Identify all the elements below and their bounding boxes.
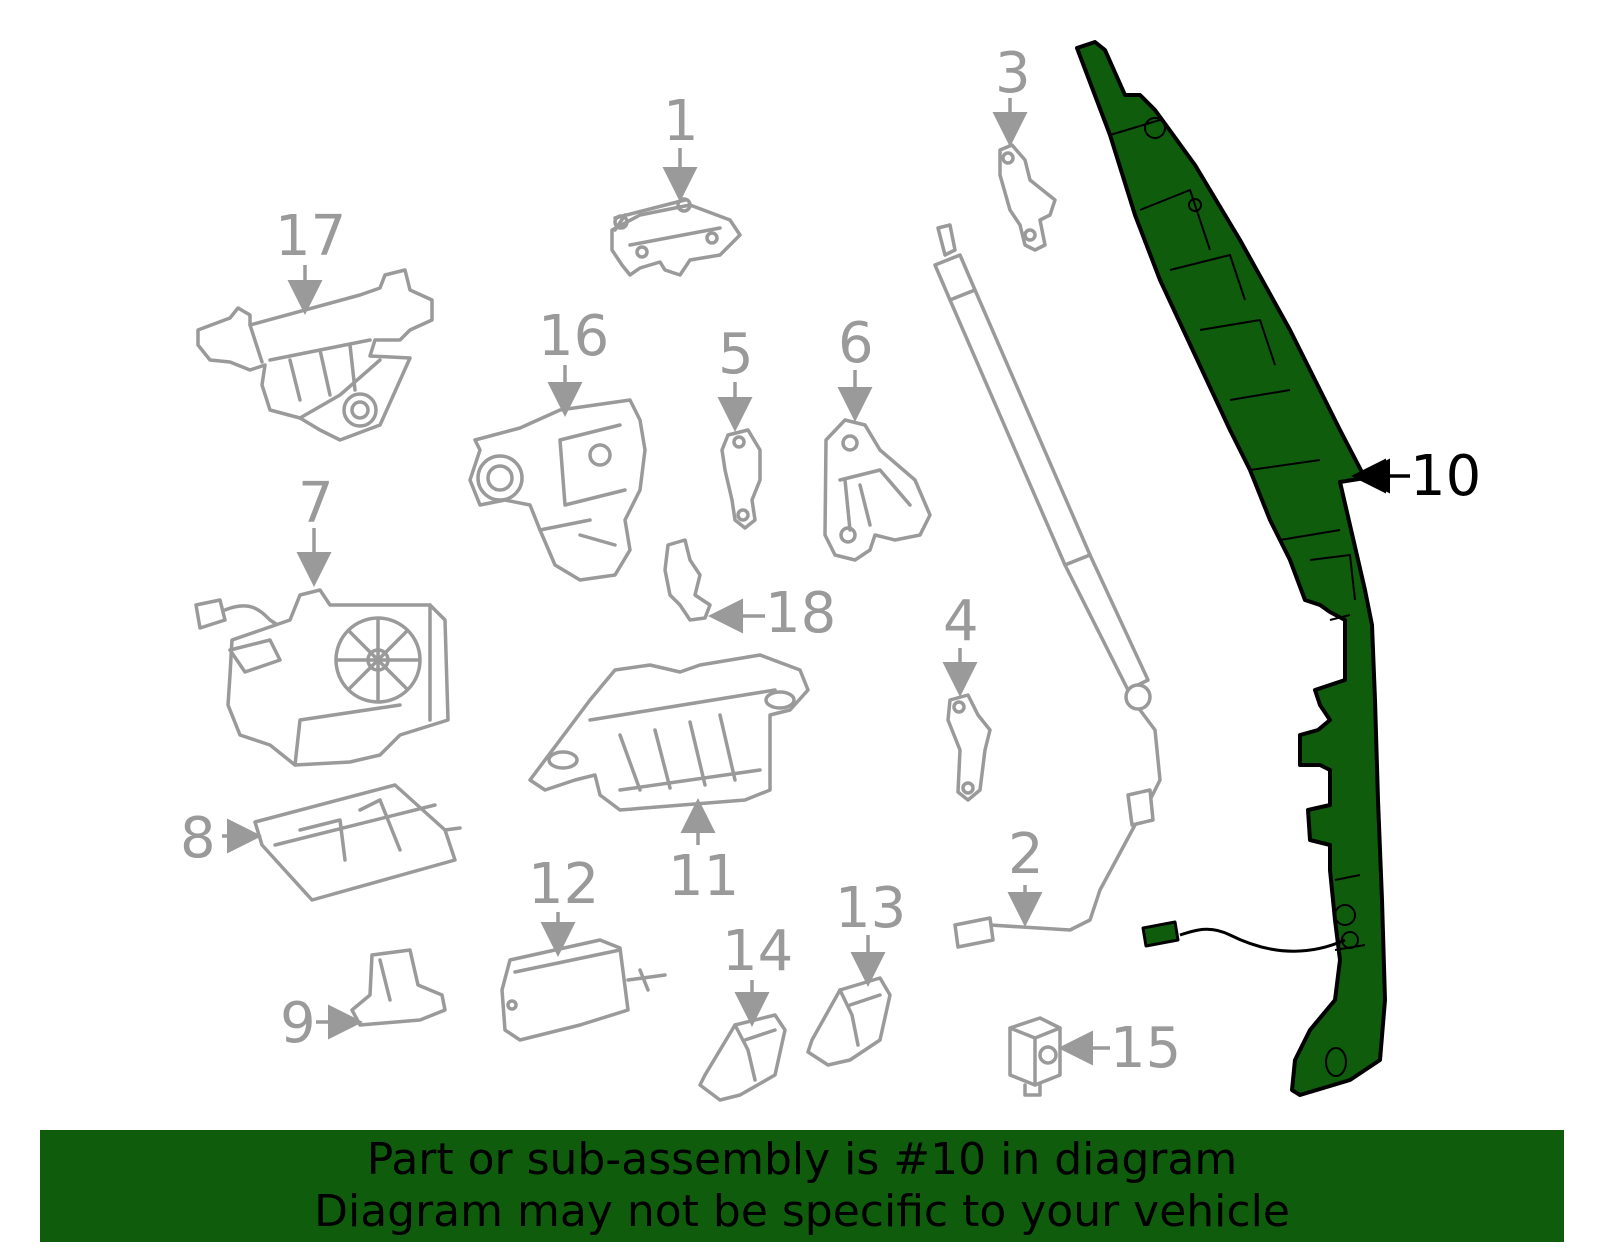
callout-11: 11 [668, 844, 739, 909]
banner-line-1: Part or sub-assembly is #10 in diagram [366, 1134, 1238, 1185]
callout-8: 8 [180, 806, 216, 871]
part-2[interactable] [933, 223, 1162, 949]
callout-12: 12 [528, 852, 599, 917]
part-12[interactable] [500, 938, 667, 1042]
callout-17: 17 [275, 204, 346, 269]
part-15[interactable] [1008, 1016, 1062, 1097]
callout-2: 2 [1008, 822, 1044, 887]
callout-10: 10 [1410, 444, 1481, 509]
callout-6: 6 [838, 311, 874, 376]
info-banner: Part or sub-assembly is #10 in diagram D… [40, 1130, 1564, 1242]
callout-7: 7 [298, 471, 334, 536]
part-17[interactable] [196, 268, 434, 442]
part-18[interactable] [663, 538, 712, 622]
part-6[interactable] [823, 418, 932, 562]
callout-13: 13 [835, 876, 906, 941]
part-13[interactable] [806, 976, 892, 1067]
part-7[interactable] [194, 588, 450, 767]
part-1[interactable] [610, 197, 742, 277]
part-4[interactable] [946, 693, 992, 802]
callout-3: 3 [995, 41, 1031, 106]
callout-4: 4 [943, 589, 979, 654]
callout-1: 1 [663, 89, 699, 154]
part-5[interactable] [720, 428, 762, 530]
part-11[interactable] [528, 653, 810, 812]
part-3[interactable] [998, 143, 1057, 252]
part-14[interactable] [698, 1013, 787, 1102]
part-8[interactable] [253, 783, 462, 902]
banner-line-2: Diagram may not be specific to your vehi… [314, 1186, 1290, 1237]
callout-14: 14 [722, 919, 793, 984]
callout-16: 16 [538, 304, 609, 369]
callout-15: 15 [1110, 1016, 1181, 1081]
part-16[interactable] [468, 398, 647, 582]
callout-18: 18 [765, 581, 836, 646]
callout-5: 5 [718, 322, 754, 387]
callout-9: 9 [280, 991, 316, 1056]
part-10-highlighted[interactable] [1075, 40, 1387, 1097]
part-9[interactable] [350, 948, 447, 1027]
